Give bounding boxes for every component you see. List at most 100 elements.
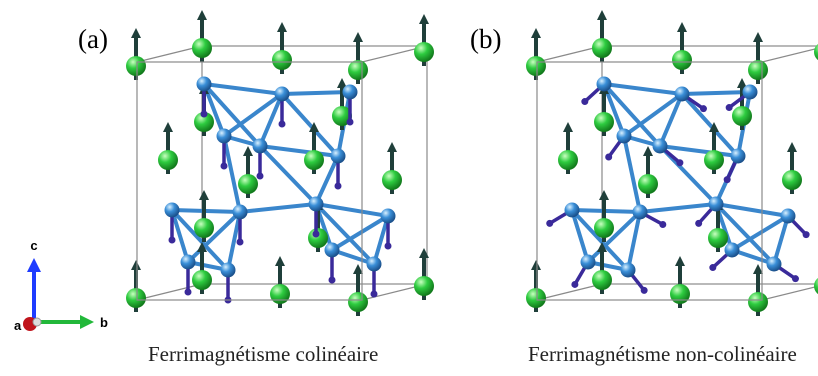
green-atom bbox=[594, 218, 614, 238]
green-atom bbox=[382, 170, 402, 190]
panel-b: (b) bbox=[420, 0, 818, 336]
tetrahedral-bond bbox=[258, 92, 284, 148]
spin-arrow-tip bbox=[334, 182, 342, 190]
spin-arrowhead bbox=[131, 28, 141, 38]
blue-atom bbox=[632, 204, 648, 220]
green-atom bbox=[126, 56, 146, 76]
spin-arrowhead bbox=[353, 264, 363, 274]
tetrahedral-bond bbox=[602, 82, 662, 148]
spin-arrow-tip bbox=[236, 238, 244, 246]
blue-atom bbox=[216, 128, 232, 144]
spin-arrow-tip bbox=[256, 172, 264, 180]
spin-arrowhead bbox=[197, 242, 207, 252]
spin-arrow-tip bbox=[312, 230, 320, 238]
blue-atom bbox=[324, 242, 340, 258]
tetrahedral-bond bbox=[280, 90, 352, 96]
green-atom bbox=[670, 284, 690, 304]
spin-arrowhead bbox=[309, 122, 319, 132]
blue-atom bbox=[274, 86, 290, 102]
caption-non-collinear: Ferrimagnétisme non-colinéaire bbox=[528, 342, 797, 366]
spin-arrow-tip bbox=[709, 264, 717, 272]
blue-atom bbox=[220, 262, 236, 278]
tetrahedral-bond bbox=[202, 82, 262, 148]
spin-arrowhead bbox=[643, 146, 653, 156]
spin-arrowhead bbox=[419, 248, 429, 258]
green-atom bbox=[782, 170, 802, 190]
spin-arrow-tip bbox=[725, 104, 733, 112]
blue-atom bbox=[596, 76, 612, 92]
unit-cell-edge bbox=[136, 283, 203, 301]
blue-atom bbox=[766, 256, 782, 272]
caption-collinear: Ferrimagnétisme colinéaire bbox=[148, 342, 379, 366]
tetrahedral-bond bbox=[638, 202, 718, 214]
spin-arrow-tip bbox=[676, 159, 684, 167]
tetrahedral-bond bbox=[772, 214, 790, 266]
blue-atom bbox=[652, 138, 668, 154]
blue-atom bbox=[366, 256, 382, 272]
spin-arrow-tip bbox=[699, 105, 707, 113]
spin-arrowhead bbox=[599, 190, 609, 200]
origin-marker bbox=[32, 317, 42, 327]
tetrahedral-bond bbox=[202, 82, 284, 96]
spin-arrowhead bbox=[353, 32, 363, 42]
green-atom bbox=[748, 60, 768, 80]
green-atom bbox=[270, 284, 290, 304]
spin-arrowhead bbox=[531, 260, 541, 270]
green-atom bbox=[558, 150, 578, 170]
axis-triad: c b a bbox=[14, 238, 108, 333]
tetrahedral-bond bbox=[570, 208, 630, 272]
tetrahedral-bond bbox=[602, 82, 684, 96]
blue-atom bbox=[674, 86, 690, 102]
spin-arrowhead bbox=[387, 142, 397, 152]
spin-arrow-tip bbox=[184, 288, 192, 296]
spin-arrow-tip bbox=[581, 98, 589, 106]
blue-atom bbox=[620, 262, 636, 278]
spin-arrowhead bbox=[675, 256, 685, 266]
blue-atom bbox=[196, 76, 212, 92]
tetrahedral-bond bbox=[622, 134, 642, 214]
a-axis-label: a bbox=[14, 318, 22, 333]
c-axis-arrowhead bbox=[27, 258, 41, 272]
spin-arrow-tip bbox=[346, 118, 354, 126]
panel-a-label: (a) bbox=[78, 24, 108, 54]
tetrahedral-bond bbox=[226, 210, 242, 272]
tetrahedral-bond bbox=[314, 202, 390, 218]
unit-cell-edge bbox=[536, 45, 603, 63]
spin-arrow-tip bbox=[640, 286, 648, 294]
green-atom bbox=[708, 228, 728, 248]
spin-arrowhead bbox=[753, 32, 763, 42]
spin-arrowhead bbox=[787, 142, 797, 152]
panel-b-label: (b) bbox=[470, 24, 502, 54]
green-atom bbox=[526, 56, 546, 76]
green-atom bbox=[194, 112, 214, 132]
spin-arrow-tip bbox=[802, 231, 810, 239]
tetrahedral-bond bbox=[622, 92, 684, 138]
tetrahedral-bond bbox=[626, 210, 642, 272]
green-atom bbox=[594, 112, 614, 132]
green-atom bbox=[414, 276, 434, 296]
blue-atom bbox=[164, 202, 180, 218]
tetrahedral-bond bbox=[280, 92, 340, 158]
blue-atom bbox=[380, 208, 396, 224]
spin-arrow-tip bbox=[659, 220, 667, 228]
unit-cell-edge bbox=[761, 47, 818, 63]
green-atom bbox=[704, 150, 724, 170]
tetrahedral-bond bbox=[714, 202, 776, 266]
blue-atom bbox=[564, 202, 580, 218]
green-atom bbox=[194, 218, 214, 238]
spin-arrowhead bbox=[243, 146, 253, 156]
tetrahedral-bond bbox=[258, 144, 340, 158]
unit-cell-front-face bbox=[136, 61, 363, 301]
tetrahedral-bond bbox=[170, 208, 230, 272]
spin-arrow-tip bbox=[168, 236, 176, 244]
blue-atom bbox=[308, 196, 324, 212]
green-atom bbox=[592, 270, 612, 290]
unit-cell-edge bbox=[136, 45, 203, 63]
green-atom bbox=[348, 292, 368, 312]
spin-arrowhead bbox=[337, 78, 347, 88]
green-atom bbox=[238, 174, 258, 194]
green-atom bbox=[814, 278, 818, 294]
green-atom bbox=[192, 270, 212, 290]
green-atom bbox=[672, 50, 692, 70]
unit-cell-front-face bbox=[536, 61, 763, 301]
